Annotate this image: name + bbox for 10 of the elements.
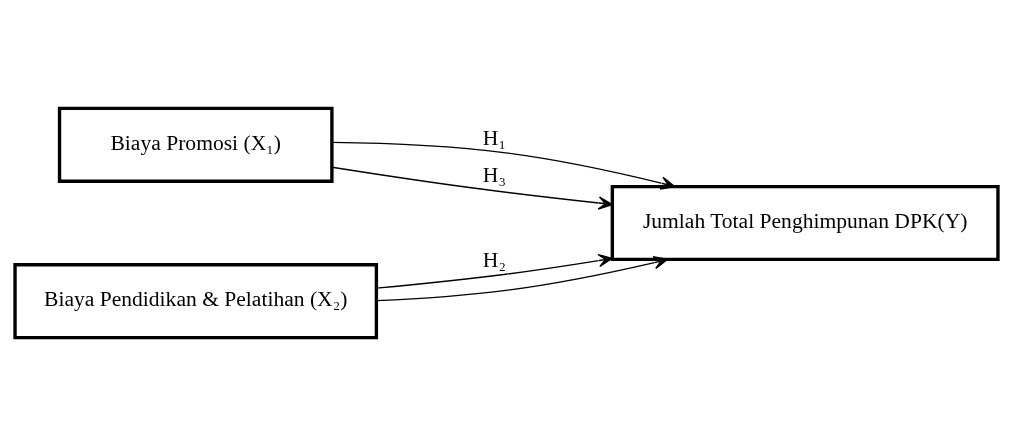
edge-label: H₃ xyxy=(482,162,506,187)
edge-label: H₁ xyxy=(482,125,506,150)
node-box: Biaya Pendidikan & Pelatihan (X₂) xyxy=(13,262,379,339)
node-box: Biaya Promosi (X₁) xyxy=(57,106,334,183)
arrow xyxy=(331,166,613,210)
edge-label: H₂ xyxy=(482,247,506,272)
arrow xyxy=(375,253,613,289)
node-box: Jumlah Total Penghimpunan DPK(Y) xyxy=(610,184,1000,261)
arrow xyxy=(376,255,669,301)
arrow xyxy=(331,141,676,190)
